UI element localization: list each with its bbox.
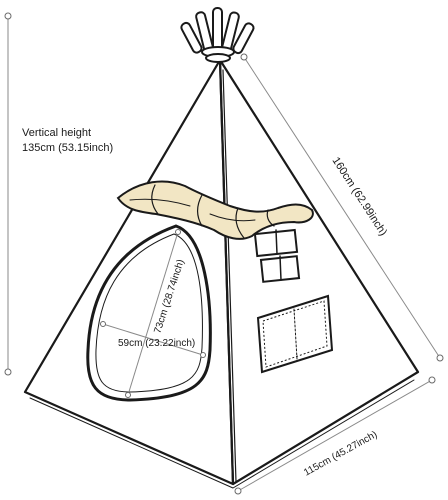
wooden-bar [116, 180, 314, 240]
hanging-pockets [253, 228, 301, 283]
vertical-height-title: Vertical height [22, 127, 91, 139]
side-panel [256, 294, 334, 374]
window-width-label: 59cm (23.22inch) [118, 338, 195, 349]
tent-poles [180, 7, 255, 63]
pole-length-label: 160cm (62.99inch) [329, 155, 389, 238]
base-width-dimension [234, 376, 436, 495]
vertical-height-dimension [4, 12, 12, 376]
pole-length-dimension [240, 53, 444, 362]
door-window [86, 224, 212, 402]
tent-body [23, 58, 420, 489]
vertical-height-value: 135cm (53.15inch) [22, 142, 113, 154]
base-width-label: 115cm (45.27inch) [302, 429, 379, 478]
